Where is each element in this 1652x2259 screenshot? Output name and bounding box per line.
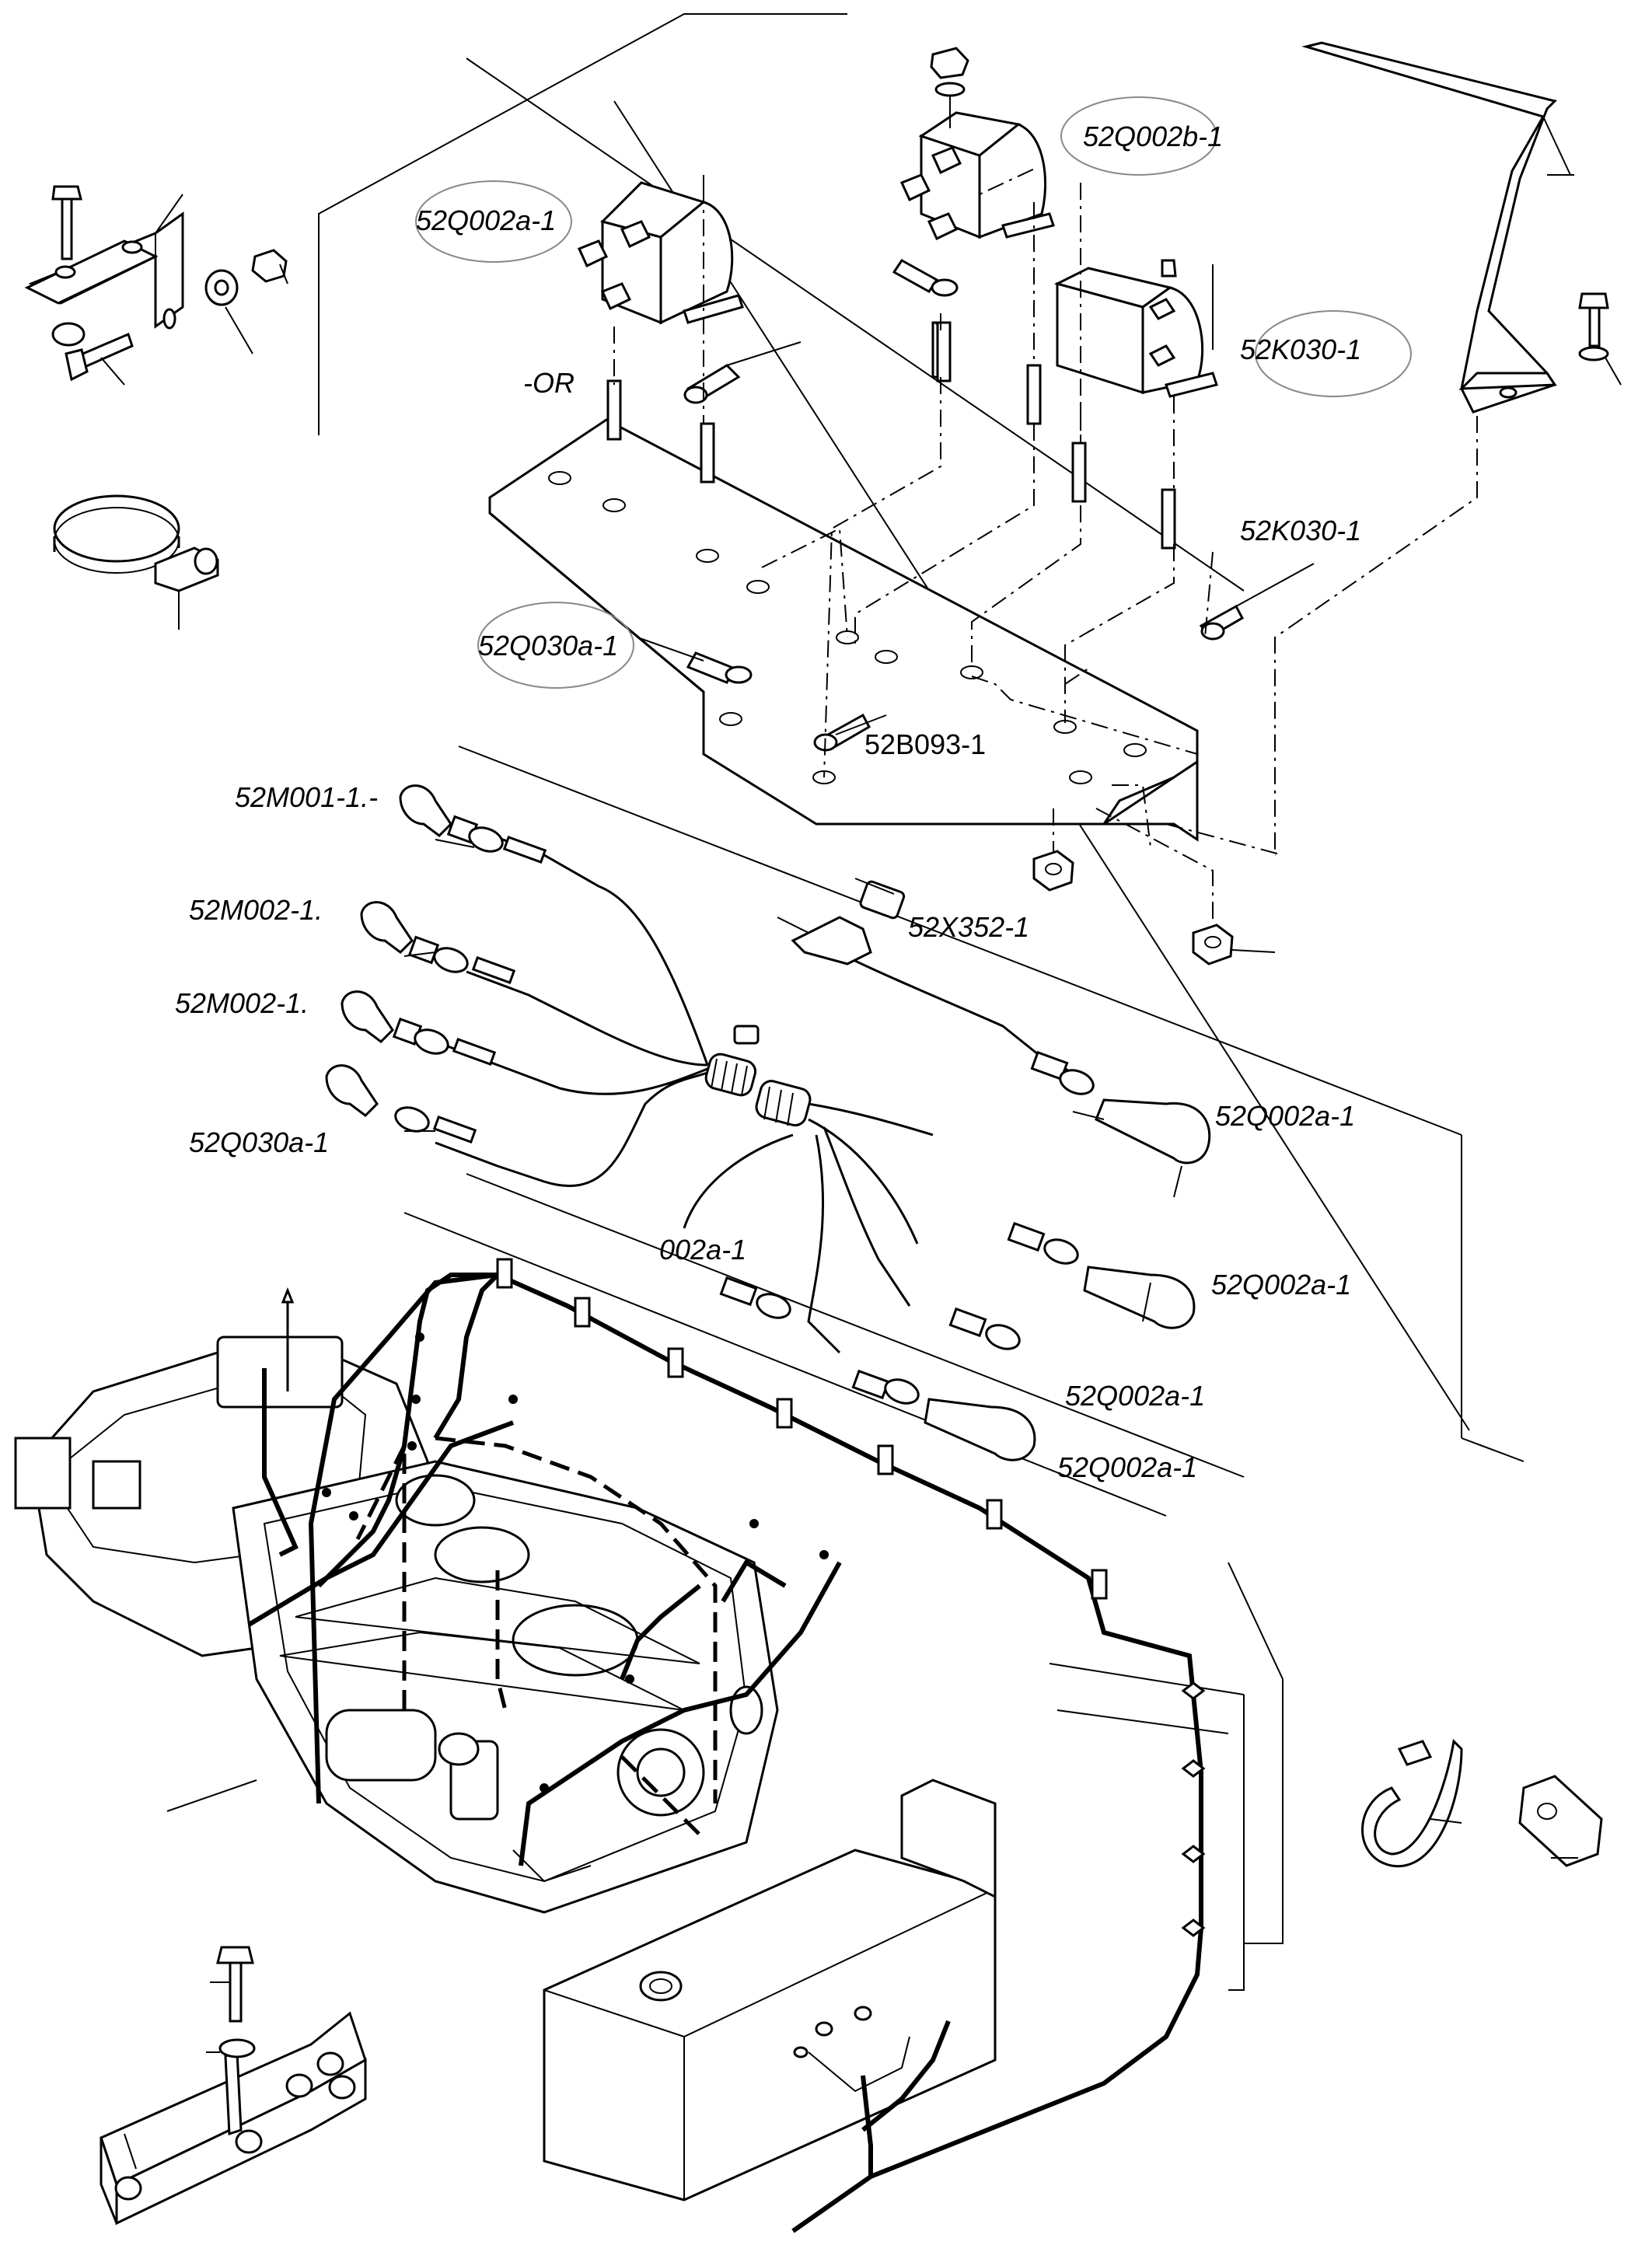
lock-nuts xyxy=(1032,850,1276,965)
harness-clips xyxy=(322,1258,1206,1937)
label-52q002a-top: 52Q002a-1 xyxy=(416,204,556,236)
label-52q030a-top: 52Q030a-1 xyxy=(478,630,618,662)
label-ovals xyxy=(415,96,1412,689)
label-52k030-mid: 52K030-1 xyxy=(1240,515,1361,546)
connector-52x352 xyxy=(704,1025,812,1127)
harness-left-terminals xyxy=(325,784,547,1143)
part-labels: 52Q002a-1 52Q002b-1 52K030-1 -OR 52K030-… xyxy=(175,120,1361,1483)
label-52q002a-r3: 52Q002a-1 xyxy=(1065,1380,1205,1412)
engine-assembly xyxy=(14,1287,779,1914)
mounting-bracket-top-left xyxy=(24,185,288,386)
chassis-harness-routing xyxy=(166,1258,1206,2233)
relay-52k030 xyxy=(1053,259,1218,398)
cable-tie xyxy=(1361,1738,1463,1868)
relay-52q002a-top xyxy=(577,175,744,325)
label-52k030-top: 52K030-1 xyxy=(1240,333,1361,365)
mounting-plate xyxy=(488,418,1199,842)
wire-harness xyxy=(325,784,1211,1461)
cable-lugs xyxy=(683,259,1245,752)
label-plate xyxy=(1518,1775,1603,1867)
hose-clamp xyxy=(53,494,219,630)
label-52q030a-harness: 52Q030a-1 xyxy=(189,1126,329,1158)
mounting-plate-holes xyxy=(548,471,1147,784)
label-002a-trunc: 002a-1 xyxy=(659,1234,746,1266)
label-52b093: 52B093-1 xyxy=(864,728,986,760)
label-52m001: 52M001-1.- xyxy=(235,781,378,813)
bracket-right xyxy=(1301,41,1622,414)
label-52q002a-r4: 52Q002a-1 xyxy=(1057,1451,1197,1483)
label-52x352: 52X352-1 xyxy=(908,911,1029,943)
fuel-tank xyxy=(543,1779,997,2201)
label-52q002b-top: 52Q002b-1 xyxy=(1083,120,1223,152)
assembly-lines-upper xyxy=(613,101,1478,925)
threaded-studs xyxy=(606,321,1176,550)
label-52m002-b: 52M002-1. xyxy=(175,987,309,1019)
label-52m002-a: 52M002-1. xyxy=(189,894,323,926)
label-or: -OR xyxy=(523,367,575,399)
angle-bracket-bottom xyxy=(100,1946,367,2226)
relay-52q002b-top xyxy=(899,47,1055,241)
label-52q002a-r1: 52Q002a-1 xyxy=(1215,1100,1355,1132)
leader-lines-upper xyxy=(637,174,1574,735)
harness-right-terminals xyxy=(719,1050,1211,1461)
label-52q002a-r2: 52Q002a-1 xyxy=(1211,1269,1351,1301)
